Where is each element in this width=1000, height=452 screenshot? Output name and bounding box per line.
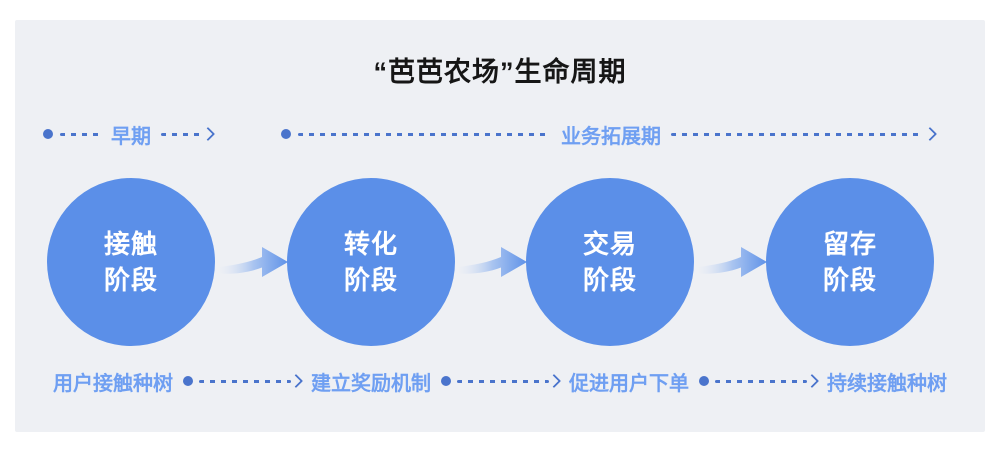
stage-circle-retention: 留存 阶段 [766, 178, 934, 346]
dashed-line [60, 132, 101, 136]
diagram-title: “芭芭农场”生命周期 [373, 57, 627, 87]
dashed-line [199, 379, 291, 383]
dashed-line [457, 379, 549, 383]
actions-row: 用户接触种树 建立奖励机制 促进用户下单 持续接触种树 [53, 366, 947, 396]
gradient-arrow-right-icon [698, 247, 767, 277]
stage-label-line: 阶段 [822, 265, 877, 295]
connector-dot-icon [183, 376, 193, 386]
arrow-right-icon [546, 373, 562, 389]
timeline-expansion-label: 业务拓展期 [561, 125, 661, 148]
arrow-right-icon [200, 126, 216, 142]
timeline-early-label: 早期 [111, 125, 151, 148]
stage-label-line: 阶段 [343, 265, 398, 295]
stage-label-line: 转化 [343, 228, 398, 259]
connector-dot-icon [441, 376, 451, 386]
dashed-line [715, 379, 807, 383]
dotted-arrow-connector [699, 373, 820, 389]
arrow-right-icon [804, 373, 820, 389]
stage-circle-conversion: 转化 阶段 [287, 178, 455, 346]
stage-label-line: 留存 [822, 228, 877, 259]
timeline-start-dot-icon [281, 129, 291, 139]
dashed-line [298, 132, 551, 136]
timeline-early-phase: 早期 [43, 123, 216, 148]
stage-label-line: 阶段 [582, 265, 637, 295]
stage-circle-contact: 接触 阶段 [47, 178, 215, 346]
arrow-right-icon [922, 126, 938, 142]
stage-label-line: 阶段 [103, 265, 158, 295]
stage-label-line: 交易 [582, 228, 637, 259]
connector-dot-icon [699, 376, 709, 386]
dotted-arrow-connector [441, 373, 562, 389]
arrow-right-icon [288, 373, 304, 389]
action-label-retention: 持续接触种树 [827, 372, 947, 395]
lifecycle-panel: “芭芭农场”生命周期 早期 业务拓展期 接触 阶段 转化 阶段 [15, 20, 985, 432]
action-label-conversion: 建立奖励机制 [311, 372, 431, 395]
action-label-transaction: 促进用户下单 [569, 372, 689, 395]
dotted-arrow-connector [183, 373, 304, 389]
gradient-arrow-right-icon [219, 247, 288, 277]
dashed-line [671, 132, 924, 136]
action-label-contact: 用户接触种树 [53, 372, 173, 395]
gradient-arrow-right-icon [458, 247, 527, 277]
timeline-start-dot-icon [43, 129, 53, 139]
stage-circle-transaction: 交易 阶段 [526, 178, 694, 346]
dashed-line [161, 132, 202, 136]
timeline-expansion-phase: 业务拓展期 [281, 123, 938, 148]
stage-label-line: 接触 [103, 228, 158, 259]
